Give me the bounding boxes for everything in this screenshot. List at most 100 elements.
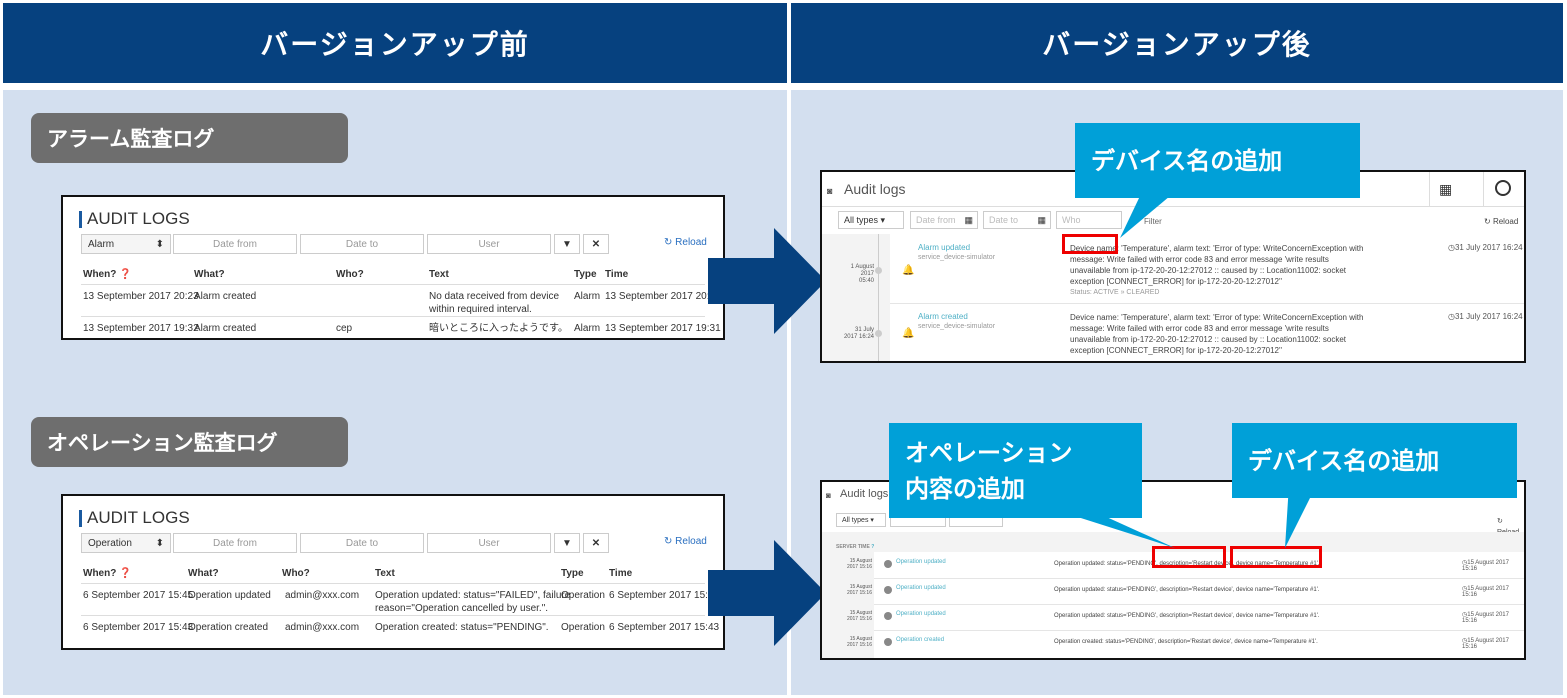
row1-source: service_device-simulator: [918, 254, 996, 261]
clear-button[interactable]: ✕: [583, 234, 609, 254]
col-text: Text: [375, 568, 395, 579]
right-arrow-icon: [708, 540, 826, 646]
col-time: Time: [605, 269, 629, 280]
header-before: バージョンアップ前: [3, 3, 787, 83]
col-who: Who?: [282, 568, 310, 579]
app-grid-icon[interactable]: ▦: [1439, 181, 1453, 197]
row2-type: Alarm: [574, 323, 601, 334]
row2-event-link[interactable]: Alarm created: [918, 312, 968, 321]
clock-icon: ◷: [1462, 638, 1468, 644]
clear-button[interactable]: ✕: [583, 533, 609, 553]
divider: [81, 583, 705, 584]
row4-event-link[interactable]: Operation created: [896, 637, 945, 643]
bell-icon: 🔔: [902, 265, 915, 276]
row1-what: Operation updated: [188, 590, 271, 601]
row1-date: 1 August 2017 05:40: [850, 264, 874, 284]
row2-when: 6 September 2017 15:43: [83, 622, 194, 633]
timeline-dot: [884, 586, 892, 594]
filter-label[interactable]: Filter: [1144, 217, 1162, 226]
who-input[interactable]: Who: [1056, 211, 1122, 229]
filter-button[interactable]: ▼: [554, 234, 580, 254]
row3-event-link[interactable]: Operation updated: [896, 611, 946, 617]
row3-date: 15 August 2017 15:16: [846, 610, 872, 622]
callout-device-name: デバイス名の追加: [1075, 123, 1360, 198]
row4-time: ◷15 August 2017 15:16: [1462, 638, 1509, 650]
row1-event-link[interactable]: Alarm updated: [918, 243, 971, 252]
col-when: When? ❓: [83, 269, 132, 280]
row2-who: admin@xxx.com: [285, 622, 360, 633]
audit-logs-title: AUDIT LOGS: [79, 508, 190, 528]
date-to-input[interactable]: Date to: [300, 533, 424, 553]
help-icon: ?: [871, 544, 875, 550]
row2-text: Operation updated: status='PENDING', des…: [1054, 587, 1320, 593]
row1-event-link[interactable]: Operation updated: [896, 559, 946, 565]
row1-time: 13 September 2017 20:23: [605, 291, 721, 302]
row1-text: Operation updated: status="FAILED", fail…: [375, 590, 571, 614]
type-select[interactable]: All types ▾: [836, 513, 886, 527]
highlight-device-name: [1062, 234, 1118, 254]
row1-who: admin@xxx.com: [285, 590, 360, 601]
type-select[interactable]: Operation⬍: [81, 533, 171, 553]
row1-what: Alarm created: [194, 291, 257, 302]
date-from-input[interactable]: Date from: [173, 533, 297, 553]
reload-link[interactable]: ↻ Reload: [664, 536, 707, 547]
row4-text: Operation created: status='PENDING', des…: [1054, 639, 1318, 645]
row1-date: 15 August 2017 15:16: [846, 558, 872, 570]
clock-icon: ◷: [1462, 586, 1468, 592]
row1-time: ◷15 August 2017 15:16: [1462, 560, 1509, 572]
select-arrows-icon: ⬍: [155, 238, 164, 250]
filter-icon: ▼: [562, 537, 572, 549]
bell-icon: 🔔: [902, 328, 915, 339]
audit-logs-title: Audit logs: [844, 181, 906, 197]
col-what: What?: [194, 269, 225, 280]
timeline-dot: [875, 267, 882, 274]
calendar-icon: ▦: [964, 214, 973, 225]
tag-alarm: アラーム監査ログ: [31, 113, 348, 163]
row2-time: ◷31 July 2017 16:24: [1448, 312, 1523, 321]
row1-time: 6 September 2017 15:45: [609, 590, 720, 601]
date-from-input[interactable]: Date from: [173, 234, 297, 254]
date-to-input[interactable]: Date to▦: [983, 211, 1051, 229]
menu-toggle-icon[interactable]: ◙: [826, 491, 831, 500]
row3-time: ◷15 August 2017 15:16: [1462, 612, 1509, 624]
type-select[interactable]: All types ▾: [838, 211, 904, 229]
divider: [81, 615, 705, 616]
reload-link[interactable]: ↻ Reload: [664, 237, 707, 248]
col-text: Text: [429, 269, 449, 280]
row2-date: 31 July 2017 16:24: [843, 327, 874, 340]
row2-time: ◷15 August 2017 15:16: [1462, 586, 1509, 598]
col-type: Type: [561, 568, 584, 579]
audit-logs-title: AUDIT LOGS: [79, 209, 190, 229]
row2-source: service_device-simulator: [918, 323, 996, 330]
user-input[interactable]: User: [427, 234, 551, 254]
timeline-dot: [884, 638, 892, 646]
filter-button[interactable]: ▼: [554, 533, 580, 553]
user-avatar-icon[interactable]: [1495, 180, 1511, 196]
row2-who: cep: [336, 323, 353, 334]
before-operation-screenshot: AUDIT LOGS Operation⬍ Date from Date to …: [61, 494, 725, 650]
row2-type: Operation: [561, 622, 605, 633]
filter-icon: ▼: [562, 238, 572, 250]
col-who: Who?: [336, 269, 364, 280]
date-to-input[interactable]: Date to: [300, 234, 424, 254]
reload-icon: ↻: [664, 536, 676, 547]
date-from-input[interactable]: Date from▦: [910, 211, 978, 229]
row1-type: Alarm: [574, 291, 601, 302]
reload-link[interactable]: ↻ Reload: [1484, 217, 1519, 226]
row2-event-link[interactable]: Operation updated: [896, 585, 946, 591]
timeline-dot: [884, 560, 892, 568]
close-icon: ✕: [591, 238, 601, 250]
row4-date: 15 August 2017 15:16: [846, 636, 872, 648]
callout-device-name: デバイス名の追加: [1232, 423, 1517, 498]
header-after: バージョンアップ後: [791, 3, 1563, 83]
menu-toggle-icon[interactable]: ◙: [827, 186, 833, 196]
user-input[interactable]: User: [427, 533, 551, 553]
row2-time: 6 September 2017 15:43: [609, 622, 720, 633]
type-select[interactable]: Alarm⬍: [81, 234, 171, 254]
clock-icon: ◷: [1448, 243, 1455, 252]
col-type: Type: [574, 269, 597, 280]
row2-text: Operation created: status="PENDING".: [375, 622, 549, 633]
